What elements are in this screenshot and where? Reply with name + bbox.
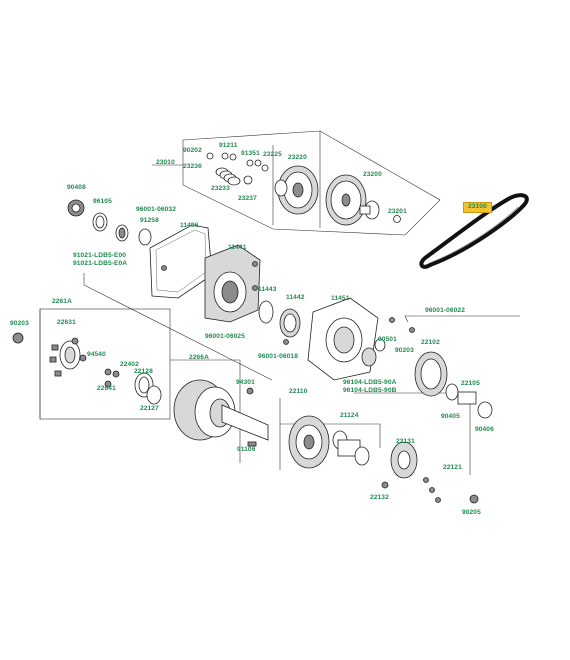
part-label-96001-06032[interactable]: 96001-06032 bbox=[136, 206, 176, 213]
part-label-91021-e0a[interactable]: 91021-LDB5-E0A bbox=[73, 260, 128, 267]
fasteners bbox=[161, 261, 415, 345]
part-label-91258[interactable]: 91258 bbox=[140, 217, 159, 224]
part-label-90405[interactable]: 90405 bbox=[441, 413, 460, 420]
part-label-23201[interactable]: 23201 bbox=[388, 208, 407, 215]
part-label-23010[interactable]: 23010 bbox=[156, 159, 175, 166]
part-label-21124[interactable]: 21124 bbox=[340, 412, 359, 419]
part-label-91211[interactable]: 91211 bbox=[219, 142, 238, 149]
part-label-94301[interactable]: 94301 bbox=[236, 379, 255, 386]
part-label-96104-90b[interactable]: 96104-LDB5-90B bbox=[343, 387, 397, 394]
part-label-91351[interactable]: 91351 bbox=[241, 150, 260, 157]
part-label-22121[interactable]: 22121 bbox=[443, 464, 462, 471]
part-label-91021-e00[interactable]: 91021-LDB5-E00 bbox=[73, 252, 127, 259]
part-label-11496[interactable]: 11496 bbox=[180, 222, 199, 229]
fan-assembly bbox=[381, 351, 493, 504]
movable-sheave bbox=[274, 165, 319, 215]
part-label-23236[interactable]: 23236 bbox=[183, 163, 202, 170]
part-label-90205[interactable]: 90205 bbox=[462, 509, 481, 516]
drive-face-set bbox=[12, 332, 162, 405]
part-label-96001-06025[interactable]: 96001-06025 bbox=[205, 333, 245, 340]
part-label-22127[interactable]: 22127 bbox=[140, 405, 159, 412]
cover-assembly bbox=[67, 199, 386, 381]
part-label-2266a[interactable]: 2266A bbox=[189, 354, 209, 361]
part-label-96105[interactable]: 96105 bbox=[93, 198, 112, 205]
part-label-22641[interactable]: 22641 bbox=[97, 385, 116, 392]
part-label-91106[interactable]: 91106 bbox=[237, 446, 256, 453]
part-label-2261a[interactable]: 2261A bbox=[52, 298, 72, 305]
part-label-90501[interactable]: 90501 bbox=[378, 336, 397, 343]
part-label-11451[interactable]: 11451 bbox=[331, 295, 350, 302]
part-label-96001-06022[interactable]: 96001-06022 bbox=[425, 307, 465, 314]
part-label-23100[interactable]: 23100 bbox=[463, 202, 492, 213]
fixed-sheave bbox=[325, 174, 401, 226]
part-label-94540[interactable]: 94540 bbox=[87, 351, 106, 358]
part-label-22402[interactable]: 22402 bbox=[120, 361, 139, 368]
part-label-22132[interactable]: 22132 bbox=[370, 494, 389, 501]
part-label-22131[interactable]: 22131 bbox=[396, 438, 415, 445]
part-label-23237[interactable]: 23237 bbox=[238, 195, 257, 202]
frame-lines bbox=[39, 130, 520, 475]
part-label-90202[interactable]: 90202 bbox=[183, 147, 202, 154]
part-label-23220[interactable]: 23220 bbox=[288, 154, 307, 161]
part-label-90203-right[interactable]: 90203 bbox=[395, 347, 414, 354]
part-label-90406[interactable]: 90406 bbox=[475, 426, 494, 433]
part-label-90408[interactable]: 90408 bbox=[67, 184, 86, 191]
part-label-11442[interactable]: 11442 bbox=[286, 294, 305, 301]
part-label-11443[interactable]: 11443 bbox=[258, 286, 277, 293]
part-label-22110[interactable]: 22110 bbox=[289, 388, 308, 395]
clutch-drum bbox=[173, 379, 269, 447]
part-label-90203-left[interactable]: 90203 bbox=[10, 320, 29, 327]
drive-belt bbox=[419, 193, 529, 269]
part-label-11441[interactable]: 11441 bbox=[228, 244, 247, 251]
part-label-23225[interactable]: 23225 bbox=[263, 151, 282, 158]
pulley-assembly bbox=[206, 152, 401, 226]
part-label-22128[interactable]: 22128 bbox=[134, 368, 153, 375]
part-label-23233[interactable]: 23233 bbox=[211, 185, 230, 192]
part-label-22102[interactable]: 22102 bbox=[421, 339, 440, 346]
part-label-96104-90a[interactable]: 96104-LDB5-90A bbox=[343, 379, 397, 386]
part-label-23200[interactable]: 23200 bbox=[363, 171, 382, 178]
spring-part bbox=[215, 167, 241, 186]
part-label-22105[interactable]: 22105 bbox=[461, 380, 480, 387]
part-label-96001-06018[interactable]: 96001-06018 bbox=[258, 353, 298, 360]
part-label-22631[interactable]: 22631 bbox=[57, 319, 76, 326]
driven-pulley bbox=[288, 415, 370, 469]
